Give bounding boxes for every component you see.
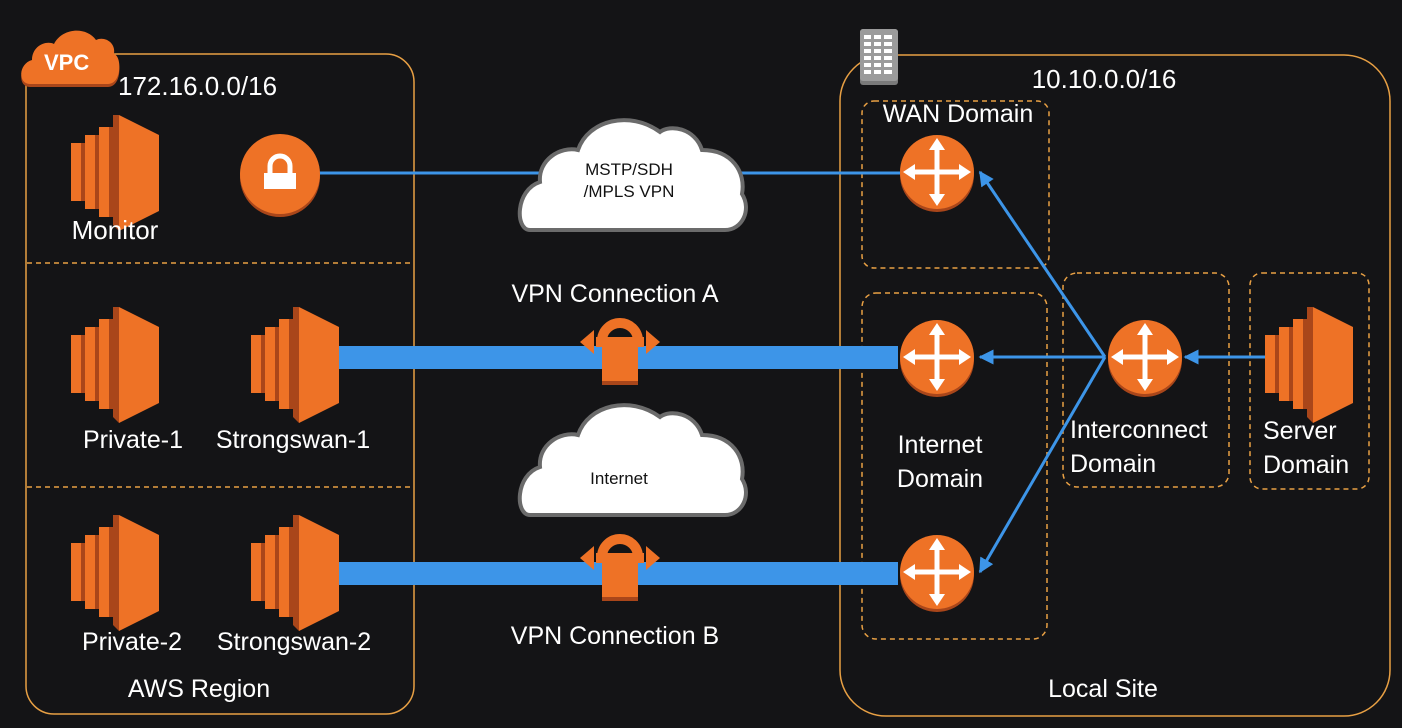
private-1-label: Private-1 [82,426,184,454]
local-site-label: Local Site [1048,675,1158,703]
private-2-label: Private-2 [81,628,183,656]
vpc-cloud-icon [21,30,120,87]
vpn-connection-b-label: VPN Connection B [510,622,720,650]
aws-region-label: AWS Region [127,675,271,703]
internet-cloud-icon [517,403,748,517]
mstp-cloud-label-line2: /MPLS VPN [583,182,675,201]
server-domain-label-line1: Server [1263,417,1337,445]
internet-cloud-label: Internet [590,469,648,488]
route-to-wan [978,170,1107,358]
vpn-connection-a-label: VPN Connection A [511,280,719,308]
route-to-internet-b [978,356,1107,574]
vpc-cidr: 172.16.0.0/16 [118,71,278,101]
local-site-box [839,54,1391,717]
strongswan-2-instance-icon [251,515,339,631]
interconnect-domain-label-line1: Interconnect [1070,416,1208,444]
vpc-badge-label: VPC [44,50,90,75]
strongswan-2-label: Strongswan-2 [216,628,372,656]
internet-domain-label-line1: Internet [897,431,983,459]
wan-domain-label: WAN Domain [882,100,1034,128]
vpn-gateway-icon [240,134,320,217]
wan-router-icon [900,135,974,212]
internet-domain-box [861,292,1048,640]
corporate-datacenter-icon [860,29,898,85]
private-2-instance-icon [71,515,159,631]
interconnect-domain-box [1062,272,1230,488]
server-domain-box [1249,272,1370,490]
monitor-instance-icon [71,115,159,231]
strongswan-1-instance-icon [251,307,339,423]
wan-domain-box [861,100,1050,269]
interconnect-router-icon [1108,320,1182,397]
mstp-cloud-label-line1: MSTP/SDH [585,160,673,179]
server-domain-label-line2: Domain [1263,451,1350,479]
internet-domain-label-line2: Domain [896,465,984,493]
interconnect-domain-label-line2: Domain [1070,450,1157,478]
internet-router-a-icon [900,320,974,397]
private-1-instance-icon [71,307,159,423]
aws-region-box [25,53,415,715]
server-instance-icon [1265,307,1353,423]
strongswan-1-label: Strongswan-1 [215,426,371,454]
local-cidr: 10.10.0.0/16 [1031,64,1177,94]
monitor-label: Monitor [71,215,159,245]
internet-router-b-icon [900,535,974,612]
